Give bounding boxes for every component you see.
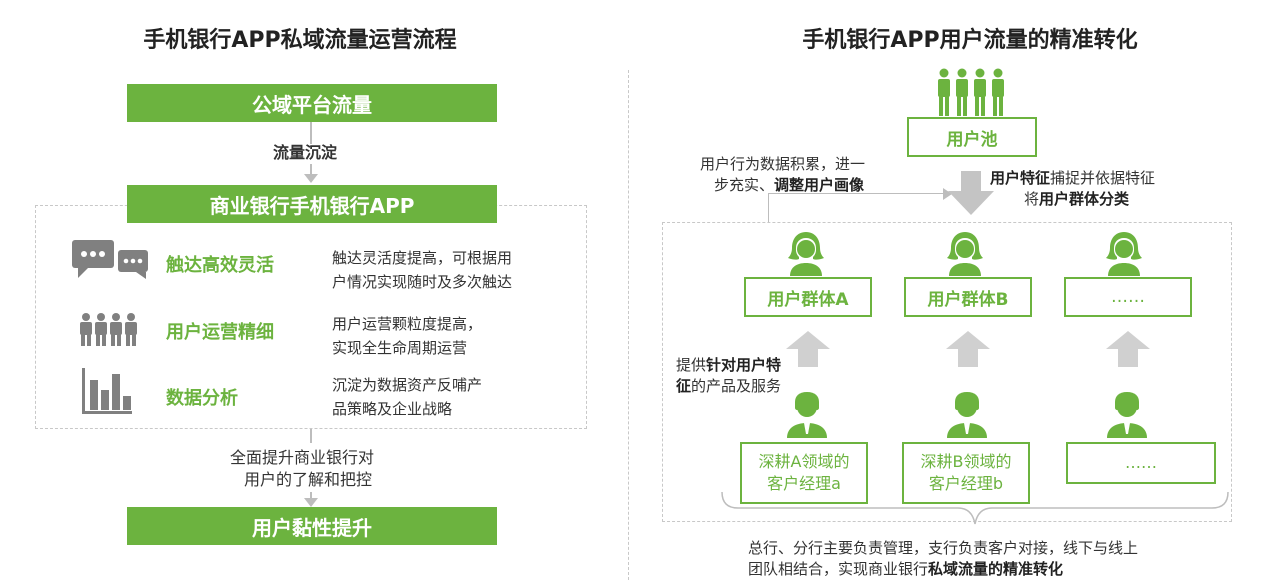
flow-connector-3 [310,429,312,443]
manager-box-b: 深耕B领域的 客户经理b [902,442,1030,504]
big-down-arrow-icon [948,171,994,215]
bottom-note-2: 团队相结合，实现商业银行私域流量的精准转化 [748,560,1064,578]
manager-b-line2: 客户经理b [928,474,1004,493]
female-avatar-icon-b [947,232,983,276]
flow-connector-1 [310,122,312,144]
improve-line-2: 用户的了解和把控 [244,470,373,489]
user-group-a: 用户群体A [744,277,872,317]
user-group-b: 用户群体B [904,277,1032,317]
left-title: 手机银行APP私域流量运营流程 [143,28,457,53]
user-pool-box: 用户池 [907,117,1037,157]
flow-connector-4 [310,492,312,502]
chat-bubbles-icon [72,240,148,279]
female-avatar-icon-c [1106,232,1142,276]
bar-chart-icon [82,368,132,414]
manager-a-line1: 深耕A领域的 [758,452,850,471]
bottom-note-1: 总行、分行主要负责管理，支行负责客户对接，线下与线上 [748,539,1139,557]
feature-desc-ops-2: 实现全生命周期运营 [332,339,468,357]
manager-box-a: 深耕A领域的 客户经理a [740,442,868,504]
people-group-icon [80,313,137,346]
provide-note-2: 征的产品及服务 [676,377,782,395]
feature-note-2: 将用户群体分类 [1024,190,1130,208]
groups-container [662,222,1232,522]
improve-line-1: 全面提升商业银行对 [230,448,375,467]
feature-desc-data-2: 品策略及企业战略 [332,400,453,418]
male-avatar-icon-a [787,392,827,438]
manager-b-line1: 深耕B领域的 [920,452,1012,471]
feedback-connector [768,193,948,223]
feature-desc-ops-1: 用户运营颗粒度提高， [332,315,483,333]
up-arrow-icon-b [946,331,990,367]
feature-label-data: 数据分析 [166,388,238,409]
provide-note-1: 提供针对用户特 [676,356,782,374]
feature-note-1: 用户特征捕捉并依据特征 [990,169,1156,187]
traffic-sediment-label: 流量沉淀 [273,143,338,162]
center-divider [628,70,629,580]
male-avatar-icon-c [1107,392,1147,438]
manager-more-line1: …… [1125,453,1157,472]
feature-label-ops: 用户运营精细 [166,322,274,343]
feature-desc-reach-1: 触达灵活度提高，可根据用 [332,249,513,267]
user-crowd-icon [938,68,1004,116]
bottom-brace [721,491,1229,525]
right-title: 手机银行APP用户流量的精准转化 [802,28,1138,53]
male-avatar-icon-b [947,392,987,438]
user-group-more: …… [1064,277,1192,317]
public-traffic-bar: 公域平台流量 [127,84,497,122]
feature-label-reach: 触达高效灵活 [166,255,274,276]
manager-box-more: …… [1066,442,1216,484]
female-avatar-icon-a [788,232,824,276]
user-stickiness-bar: 用户黏性提升 [127,507,497,545]
feature-desc-reach-2: 户情况实现随时及多次触达 [332,273,513,291]
flow-connector-2 [310,164,312,178]
behavior-note-2: 步充实、调整用户画像 [714,176,865,194]
behavior-note-1: 用户行为数据积累，进一 [700,155,866,173]
feature-desc-data-1: 沉淀为数据资产反哺产 [332,376,483,394]
bank-app-bar: 商业银行手机银行APP [127,185,497,223]
right-arrow-icon [943,188,952,200]
down-arrow-icon [304,174,318,183]
up-arrow-icon-c [1106,331,1150,367]
manager-a-line2: 客户经理a [767,474,841,493]
up-arrow-icon-a [786,331,830,367]
down-arrow-icon-2 [304,498,318,507]
